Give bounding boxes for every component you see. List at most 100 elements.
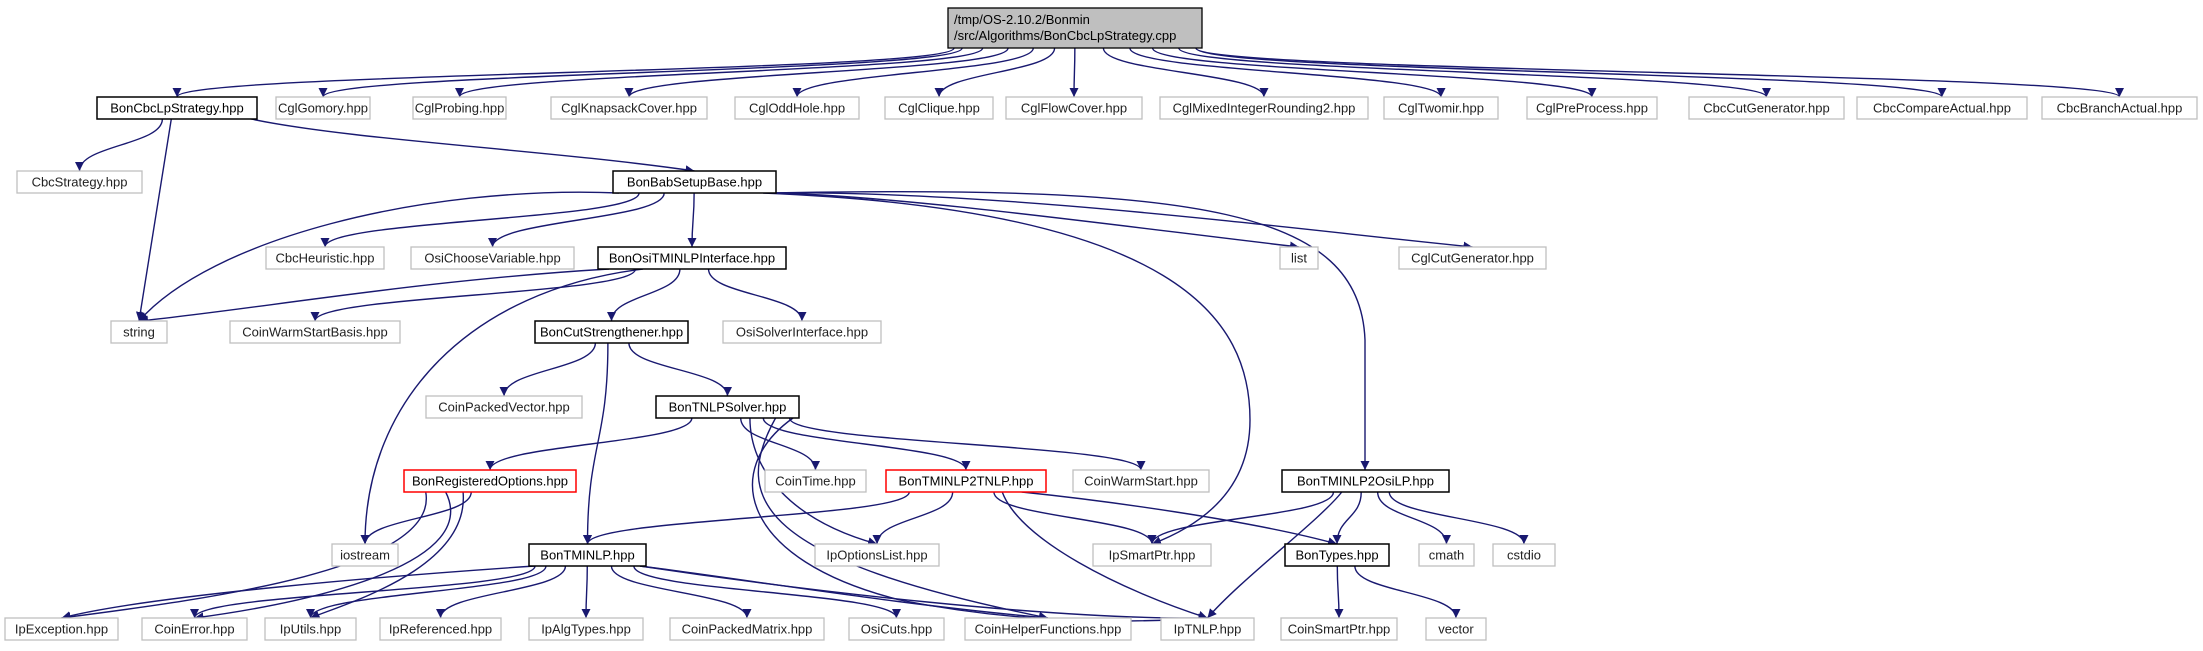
node-label: BonTMINLP2TNLP.hpp xyxy=(899,474,1034,489)
node-ipalg: IpAlgTypes.hpp xyxy=(528,617,644,641)
edge-arrow xyxy=(1001,491,1208,620)
edge-babsetup-to-string xyxy=(138,191,620,322)
node-box xyxy=(410,246,575,270)
node-osicuts: OsiCuts.hpp xyxy=(848,617,945,641)
node-cstdio: cstdio xyxy=(1492,543,1556,567)
node-box xyxy=(275,96,371,120)
node-tminlp2osilp[interactable]: BonTMINLP2OsiLP.hpp xyxy=(1281,469,1450,493)
edge-babsetup-to-ipsmart xyxy=(763,192,1251,545)
node-ositminlp[interactable]: BonOsiTMINLPInterface.hpp xyxy=(597,246,787,270)
node-box xyxy=(734,96,860,120)
node-label: CoinWarmStart.hpp xyxy=(1084,474,1198,489)
node-cutstr[interactable]: BonCutStrengthener.hpp xyxy=(534,320,689,344)
node-box xyxy=(1005,96,1143,120)
node-mir: CglMixedIntegerRounding2.hpp xyxy=(1159,96,1369,120)
edge-arrow xyxy=(1102,47,1269,98)
node-coinpm: CoinPackedMatrix.hpp xyxy=(669,617,825,641)
edge-bontypes-to-coinsp xyxy=(1334,565,1344,619)
node-label: iostream xyxy=(340,548,390,563)
node-label-line: /tmp/OS-2.10.2/Bonmin xyxy=(954,12,1090,27)
node-label: CglKnapsackCover.hpp xyxy=(561,101,697,116)
node-tminlp[interactable]: BonTMINLP.hpp xyxy=(528,543,647,567)
node-twomir: CglTwomir.hpp xyxy=(1383,96,1499,120)
edge-tminlp2tnlp-to-bontypes xyxy=(1021,491,1338,546)
node-label: CglProbing.hpp xyxy=(415,101,505,116)
edge-arrow xyxy=(360,268,644,545)
node-root[interactable]: /tmp/OS-2.10.2/Bonmin/src/Algorithms/Bon… xyxy=(947,7,1203,49)
node-cglcut: CglCutGenerator.hpp xyxy=(1398,246,1547,270)
node-box xyxy=(550,96,708,120)
edge-arrow xyxy=(1147,491,1335,545)
edge-tnlpsolver-to-tminlp2tnlp xyxy=(762,417,971,471)
node-box xyxy=(1281,469,1450,493)
edge-arrow xyxy=(306,565,547,619)
edge-babsetup-to-osichoose xyxy=(488,192,665,248)
edge-arrow xyxy=(138,191,620,322)
node-box xyxy=(1072,469,1210,493)
node-bontypes[interactable]: BonTypes.hpp xyxy=(1284,543,1390,567)
edge-babsetup-to-list xyxy=(769,192,1300,251)
edge-arrow xyxy=(310,491,464,619)
edge-arrow xyxy=(172,47,955,98)
edge-babsetup-to-cglcut xyxy=(769,192,1473,251)
node-cbclp[interactable]: BonCbcLpStrategy.hpp xyxy=(96,96,258,120)
node-label: CbcStrategy.hpp xyxy=(32,175,128,190)
node-label: IpUtils.hpp xyxy=(280,622,341,637)
edge-tminlp2tnlp-to-iptnlp xyxy=(1001,491,1208,620)
node-box xyxy=(264,617,357,641)
node-coinws: CoinWarmStartBasis.hpp xyxy=(229,320,401,344)
edge-tminlp-to-ipalg xyxy=(581,565,591,619)
node-label: CbcCompareActual.hpp xyxy=(1873,101,2011,116)
edge-tminlp2osilp-to-iptnlp xyxy=(1206,491,1343,619)
edge-root-to-flow xyxy=(1069,47,1079,98)
node-tnlpsolver[interactable]: BonTNLPSolver.hpp xyxy=(655,395,800,419)
node-label: BonTMINLP2OsiLP.hpp xyxy=(1297,474,1434,489)
node-flow: CglFlowCover.hpp xyxy=(1005,96,1143,120)
node-box xyxy=(1856,96,2028,120)
edge-tnlpsolver-to-coinwarm xyxy=(788,417,1146,471)
node-coinhelp: CoinHelperFunctions.hpp xyxy=(964,617,1132,641)
node-label-line: /src/Algorithms/BonCbcLpStrategy.cpp xyxy=(954,28,1176,43)
node-regopt[interactable]: BonRegisteredOptions.hpp xyxy=(403,469,577,493)
node-box xyxy=(885,469,1047,493)
edge-arrow xyxy=(61,565,536,621)
edge-tminlp2osilp-to-cstdio xyxy=(1388,491,1529,545)
edge-regopt-to-iputils xyxy=(310,491,464,619)
edge-arrow xyxy=(190,565,536,619)
edge-arrow xyxy=(1151,47,1597,98)
node-label: BonCutStrengthener.hpp xyxy=(540,325,683,340)
edge-arrow xyxy=(499,342,597,397)
edge-arrow xyxy=(628,342,732,397)
node-tminlp2tnlp[interactable]: BonTMINLP2TNLP.hpp xyxy=(885,469,1047,493)
node-label: BonTMINLP.hpp xyxy=(540,548,634,563)
node-label: CoinHelperFunctions.hpp xyxy=(975,622,1122,637)
edge-arrow xyxy=(1332,491,1362,545)
node-label: CoinError.hpp xyxy=(154,622,234,637)
node-list: list xyxy=(1279,246,1319,270)
edge-arrow xyxy=(1376,491,1451,545)
node-box xyxy=(1492,543,1556,567)
node-label: CglTwomir.hpp xyxy=(1398,101,1484,116)
node-cbcstrat: CbcStrategy.hpp xyxy=(16,170,143,194)
node-box xyxy=(2041,96,2198,120)
edge-regopt-to-iostream xyxy=(360,491,472,545)
node-label: IpTNLP.hpp xyxy=(1174,622,1242,637)
node-box xyxy=(403,469,577,493)
node-clique: CglClique.hpp xyxy=(884,96,994,120)
node-box xyxy=(528,617,644,641)
edge-arrow xyxy=(788,417,1146,471)
edge-arrow xyxy=(583,491,910,545)
edge-cbclp-to-babsetup xyxy=(250,118,695,175)
node-box xyxy=(412,96,507,120)
edge-cutstr-to-tnlpsolver xyxy=(628,342,732,397)
node-label: OsiChooseVariable.hpp xyxy=(424,251,560,266)
node-prep: CglPreProcess.hpp xyxy=(1526,96,1658,120)
edge-arrow xyxy=(485,417,693,471)
edge-arrow xyxy=(762,417,971,471)
node-coinsp: CoinSmartPtr.hpp xyxy=(1280,617,1398,641)
node-babsetup[interactable]: BonBabSetupBase.hpp xyxy=(612,170,777,194)
edge-root-to-cbccut xyxy=(1178,47,1771,98)
node-iptnlp: IpTNLP.hpp xyxy=(1160,617,1255,641)
edge-arrow xyxy=(1178,47,1771,98)
edge-regopt-to-ipexc xyxy=(61,491,427,622)
